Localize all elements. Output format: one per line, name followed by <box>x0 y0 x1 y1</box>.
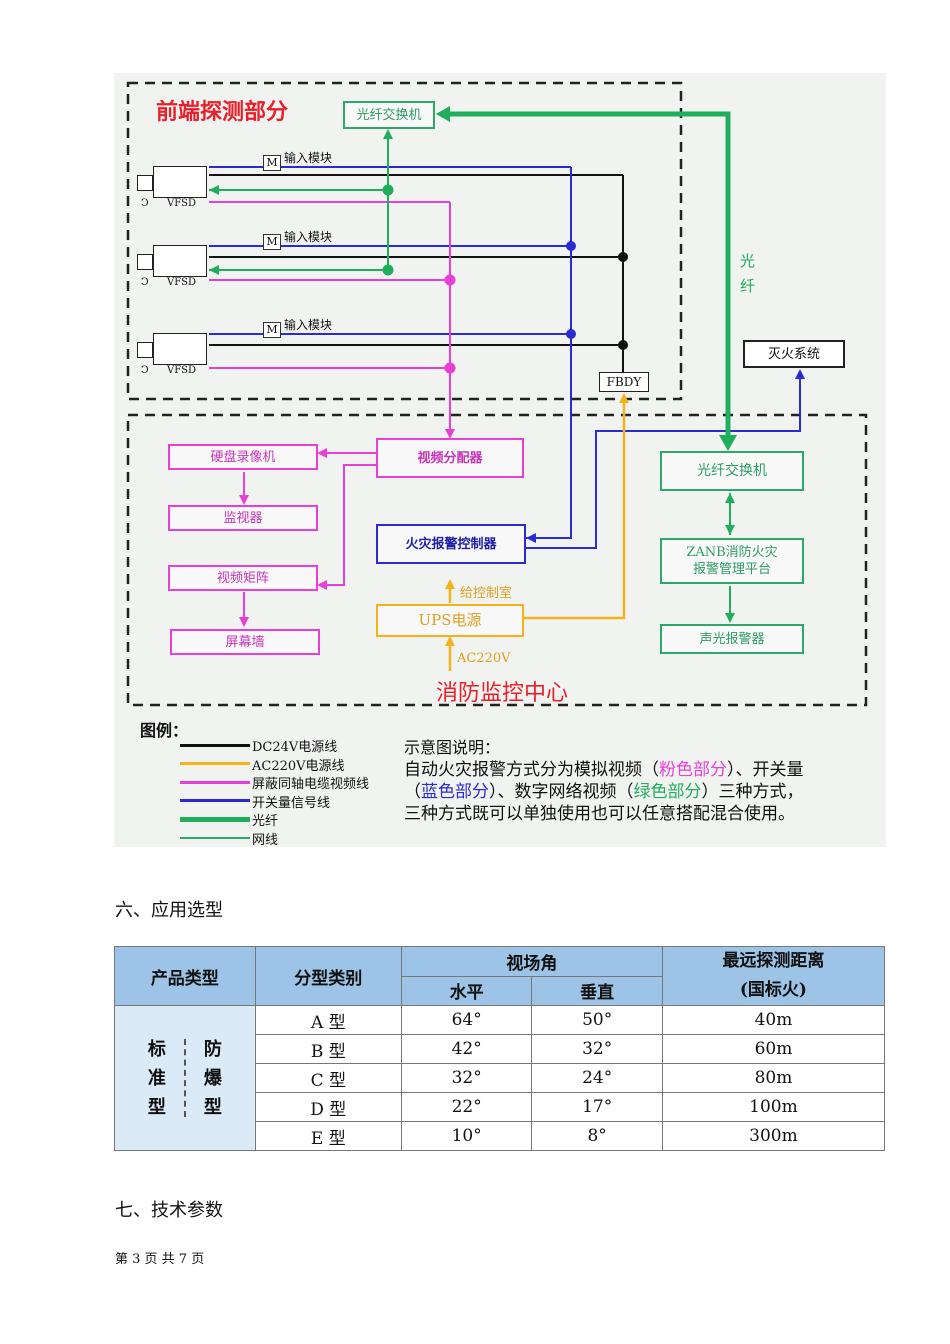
note-line-1: 自动火灾报警方式分为模拟视频（粉色部分）、开关量 <box>404 760 804 780</box>
network-nodes <box>382 184 394 276</box>
system-diagram: 前端探测部分 消防监控中心 光纤交换机 M 输入模块 M 输入模块 M 输入模块… <box>114 73 886 848</box>
cell-type: A 型 <box>254 1005 402 1035</box>
power-to-control-room-label: 给控制室 <box>460 586 513 601</box>
legend-line-swatch <box>180 816 250 822</box>
legend-label: 光纤 <box>252 814 279 829</box>
legend-label: 网线 <box>252 832 279 848</box>
cell-h: 42° <box>400 1034 533 1064</box>
center-section-title: 消防监控中心 <box>436 681 569 706</box>
product-type-cell: 标 准 型防 爆 型 <box>114 1005 256 1151</box>
cell-v: 24° <box>531 1063 663 1093</box>
input-module-icon: M <box>263 322 281 338</box>
note-title: 示意图说明： <box>404 738 501 757</box>
screen-wall-box: 屏幕墙 <box>170 629 320 655</box>
dc24-nodes <box>618 252 628 350</box>
cell-type: E 型 <box>254 1121 402 1151</box>
legend-line-swatch <box>180 836 250 839</box>
divider <box>183 1039 186 1117</box>
cell-d: 100m <box>661 1092 886 1122</box>
input-module-icon: M <box>263 234 281 250</box>
section-6-heading: 六、应用选型 <box>115 900 223 921</box>
cell-v: 50° <box>531 1005 663 1035</box>
cell-v: 17° <box>531 1092 663 1122</box>
header-subtype: 分型类别 <box>254 946 402 1006</box>
cell-h: 32° <box>400 1063 533 1093</box>
legend-line-swatch <box>180 743 250 747</box>
model-selection-table: 产品类型 分型类别 视场角 最远探测距离 (国标火) 水平 垂直 标 准 型 防 … <box>114 946 886 1151</box>
cell-d: 40m <box>661 1005 886 1035</box>
cell-d: 300m <box>661 1121 886 1151</box>
cell-type: B 型 <box>254 1034 402 1064</box>
cell-h: 22° <box>400 1092 533 1122</box>
legend-line-swatch <box>180 799 250 802</box>
header-field-of-view: 视场角 <box>400 946 663 977</box>
header-max-distance: 最远探测距离 (国标火) <box>661 946 886 1006</box>
fiber-label: 光 纤 <box>740 252 756 295</box>
section-7-heading: 七、技术参数 <box>115 1200 223 1221</box>
front-fiber-switch: 光纤交换机 <box>343 101 435 129</box>
monitor-box: 监视器 <box>168 505 318 531</box>
camera-label: VFSD <box>167 277 197 288</box>
cell-d: 80m <box>661 1063 886 1093</box>
legend-label: 开关量信号线 <box>252 795 331 811</box>
video-nodes <box>444 274 456 374</box>
input-module-label: 输入模块 <box>284 151 333 165</box>
legend-label: 屏蔽同轴电缆视频线 <box>252 777 370 792</box>
dc24-lines <box>209 174 624 373</box>
standard-type-label: 标 准 型 <box>147 1038 166 1118</box>
fbdy-box: FBDY <box>599 372 649 392</box>
camera-label: VFSD <box>167 365 197 376</box>
cell-v: 32° <box>531 1034 663 1064</box>
fiber-line <box>440 111 731 441</box>
center-fiber-switch: 光纤交换机 <box>660 451 804 491</box>
alarm-management-platform: ZANB消防火灾 报警管理平台 <box>660 538 804 584</box>
cell-h: 10° <box>400 1121 533 1151</box>
header-horizontal: 水平 <box>400 975 533 1006</box>
fire-extinguishing-system: 灭火系统 <box>743 340 845 368</box>
fire-alarm-controller-box: 火灾报警控制器 <box>376 524 526 564</box>
center-region-border <box>126 413 868 707</box>
front-section-title: 前端探测部分 <box>156 99 289 125</box>
legend-label: AC220V电源线 <box>252 758 345 774</box>
note-line-2: （蓝色部分）、数字网络视频（绿色部分）三种方式， <box>404 782 804 802</box>
dvr-box: 硬盘录像机 <box>168 444 318 470</box>
camera-label: VFSD <box>167 198 197 209</box>
page-footer: 第 3 页 共 7 页 <box>115 1252 205 1267</box>
ac220v-input-label: AC220V <box>457 651 511 666</box>
cell-d: 60m <box>661 1034 886 1064</box>
cell-type: C 型 <box>254 1063 402 1093</box>
ups-power-box: UPS电源 <box>376 604 524 637</box>
signal-nodes <box>566 241 576 339</box>
input-module-label: 输入模块 <box>284 318 333 332</box>
header-vertical: 垂直 <box>531 975 663 1006</box>
input-module-label: 输入模块 <box>284 230 333 244</box>
cell-type: D 型 <box>254 1092 402 1122</box>
note-line-3: 三种方式既可以单独使用也可以任意搭配混合使用。 <box>404 804 795 824</box>
cell-h: 64° <box>400 1005 533 1035</box>
legend-label: DC24V电源线 <box>252 740 338 755</box>
diagram-wiring <box>126 81 868 707</box>
sound-light-alarm-box: 声光报警器 <box>660 624 804 654</box>
cell-v: 8° <box>531 1121 663 1151</box>
video-splitter-box: 视频分配器 <box>376 438 524 478</box>
legend-line-swatch <box>180 780 250 784</box>
header-product-type: 产品类型 <box>114 946 256 1006</box>
legend-title: 图例： <box>140 721 189 740</box>
input-module-icon: M <box>263 155 281 171</box>
video-matrix-box: 视频矩阵 <box>168 565 318 591</box>
front-region-border <box>126 81 683 401</box>
video-lines <box>209 201 451 625</box>
explosion-proof-label: 防 爆 型 <box>203 1038 222 1118</box>
legend-line-swatch <box>180 762 250 765</box>
